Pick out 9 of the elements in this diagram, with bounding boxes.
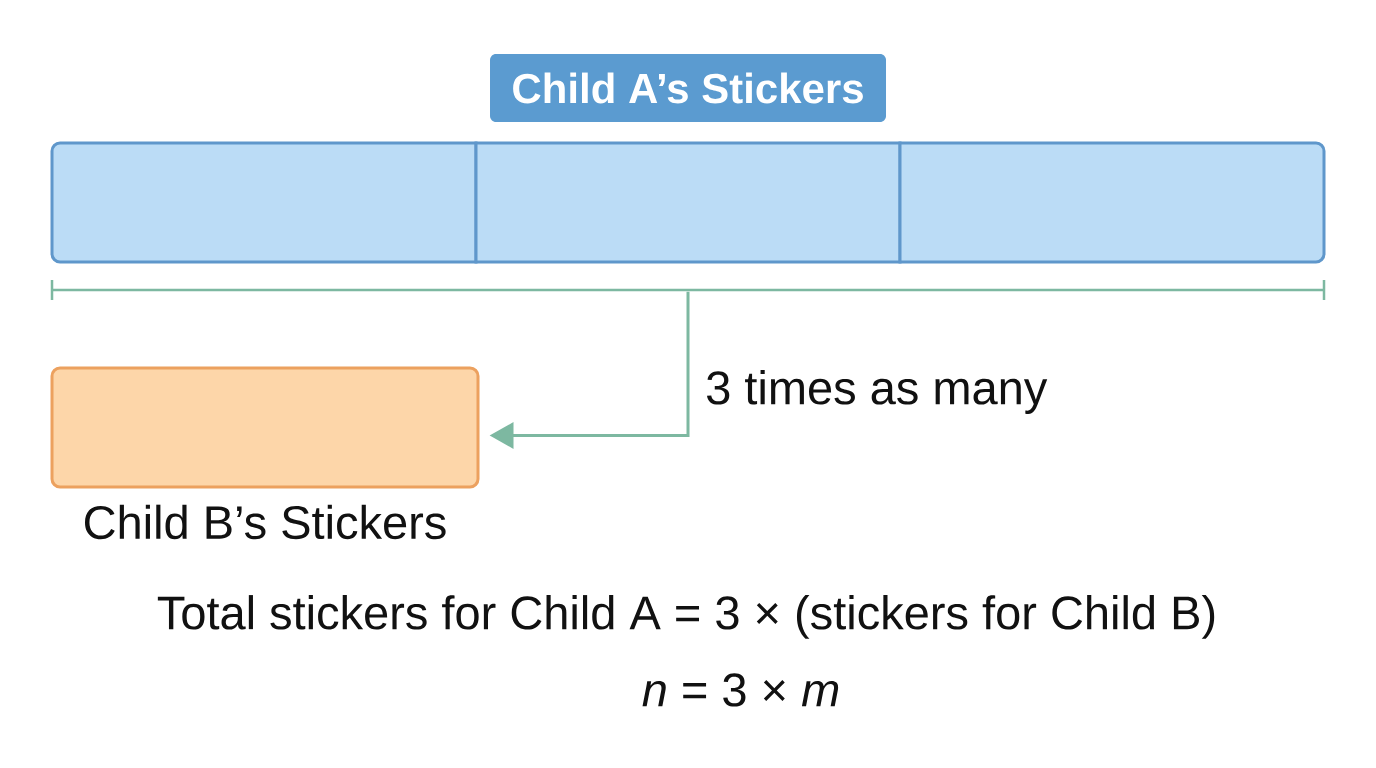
formula: n = 3 × m	[642, 673, 839, 707]
tape-segment	[898, 141, 1326, 264]
word-equation: Total stickers for Child A = 3 × (stickers for Child B)	[157, 595, 1215, 639]
box-caption: Child B’s Stickers	[85, 504, 446, 540]
heading-tag: Child A’s Stickers	[490, 54, 886, 122]
edge-label: 3 times as many	[707, 370, 1048, 414]
tape-segment	[474, 141, 902, 264]
bracket	[50, 278, 1326, 302]
tape-segment	[50, 141, 478, 264]
